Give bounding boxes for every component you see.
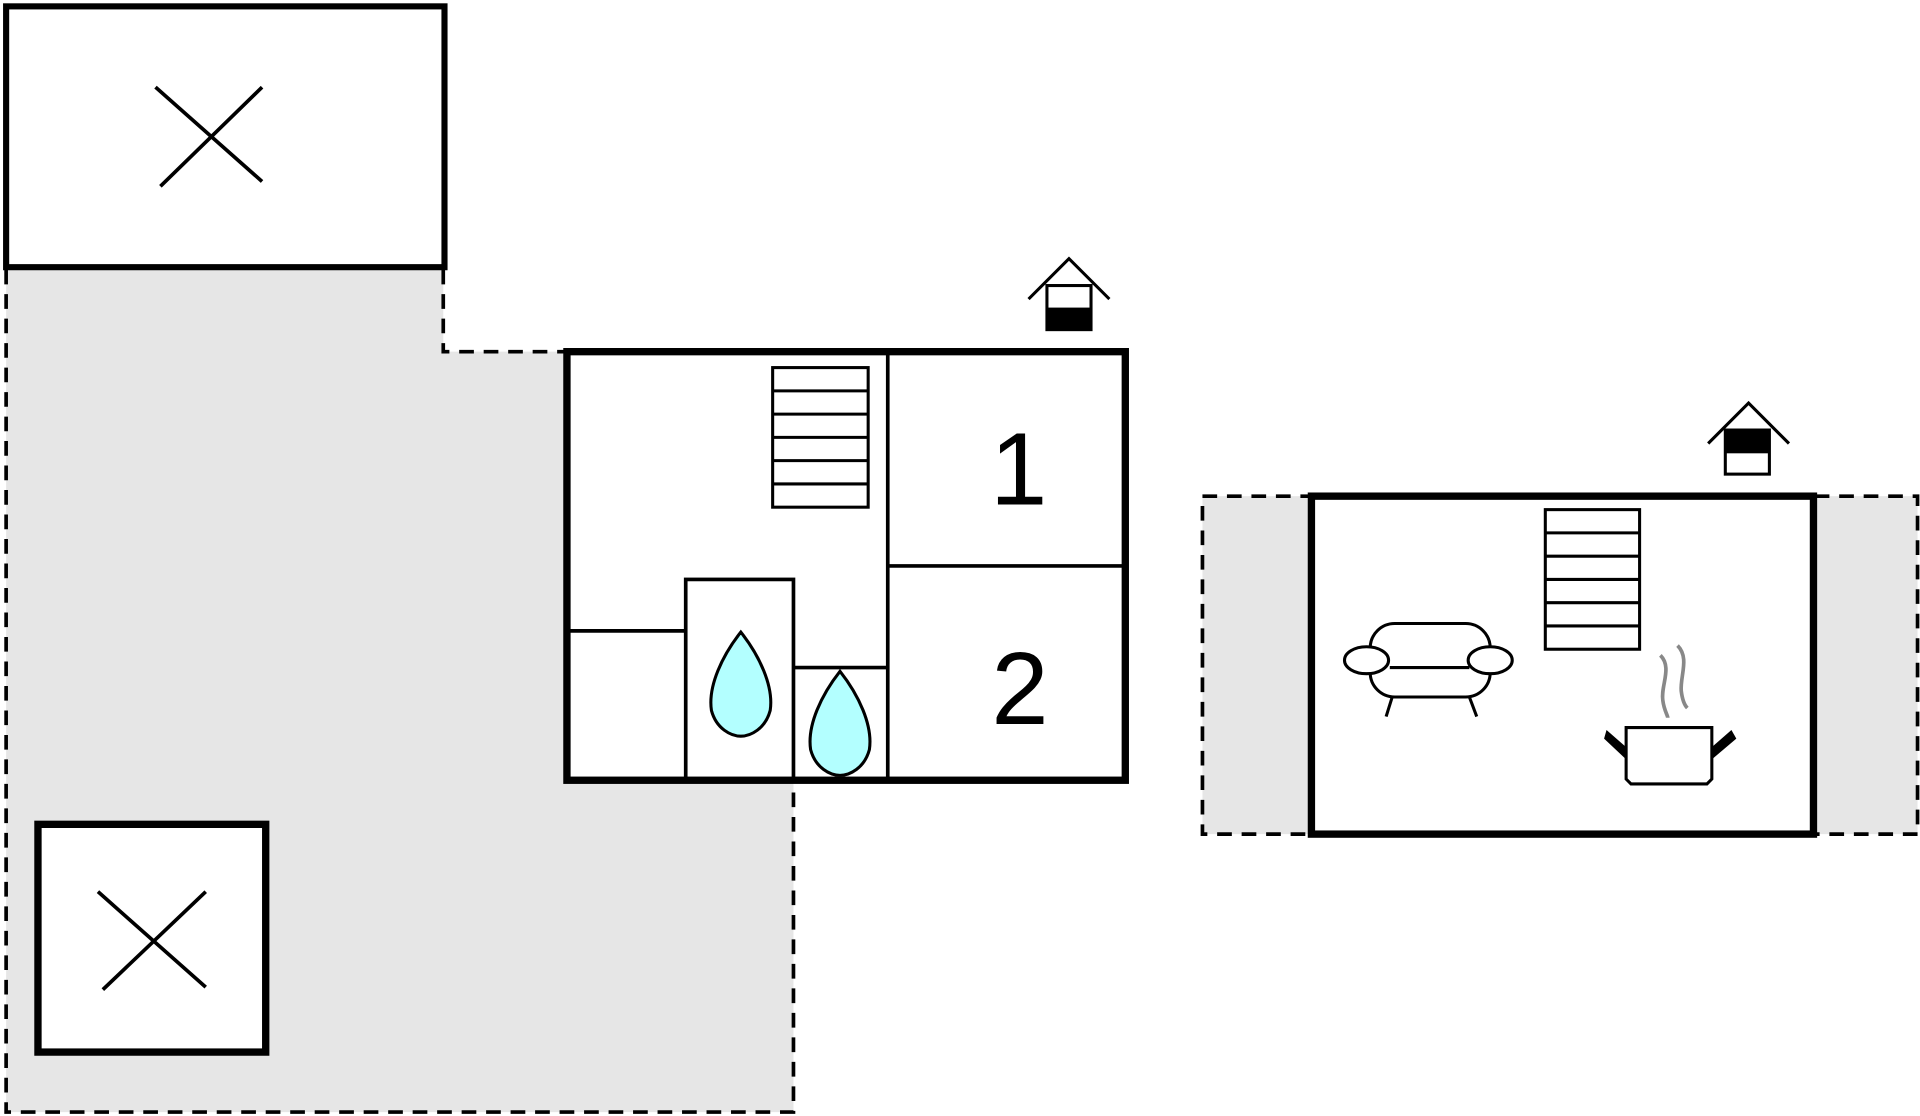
outbuilding-bottom-left	[34, 820, 270, 1056]
water-drop-icon	[709, 629, 773, 738]
house-entrance-icon	[1707, 400, 1791, 476]
main-house: 1 2	[563, 348, 1129, 784]
outbuilding-top-left	[3, 3, 448, 271]
house-entrance-icon	[1027, 256, 1111, 332]
cross-marker-icon	[96, 890, 207, 991]
room-label-2: 2	[991, 631, 1048, 746]
stairs-icon	[771, 366, 870, 509]
stairs-icon	[1543, 508, 1642, 651]
annex-building	[1307, 492, 1818, 838]
water-drop-icon	[808, 668, 872, 777]
cross-marker-icon	[154, 85, 264, 188]
sofa-icon	[1342, 621, 1514, 718]
room-label-1: 1	[990, 412, 1047, 527]
cooking-pot-icon	[1604, 644, 1737, 786]
